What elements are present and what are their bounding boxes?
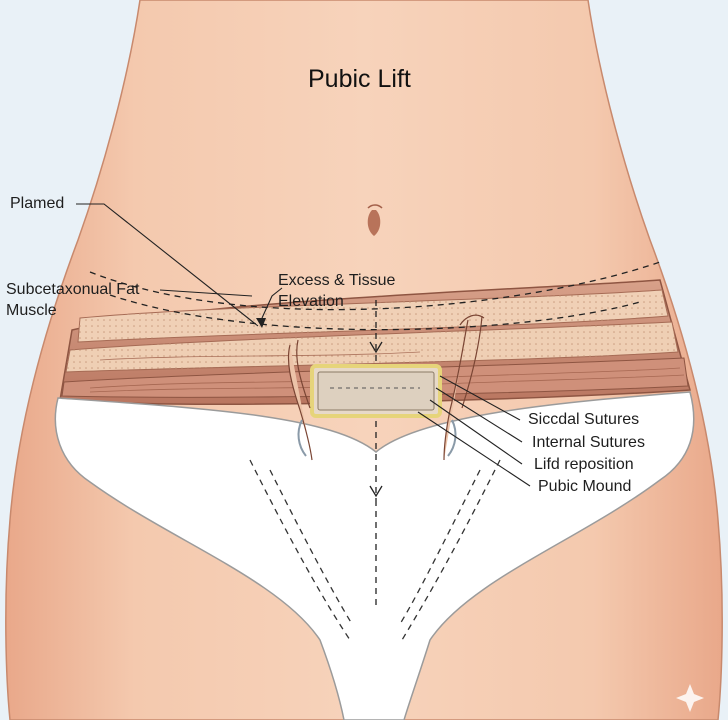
label-excess-2: Elevation [278, 293, 344, 310]
label-excess-1: Excess & Tissue [278, 272, 396, 289]
leader-siccdal [439, 375, 521, 421]
label-fat: Subcetaxonual Fat [6, 281, 140, 298]
label-pubic-mound: Pubic Mound [538, 478, 632, 495]
leader-reposition [429, 399, 523, 465]
label-reposition: Lifd reposition [534, 456, 634, 473]
label-planned: Plamed [10, 195, 65, 212]
leader-excess [261, 287, 283, 319]
leader-mound [417, 411, 531, 487]
suture-strands [287, 314, 485, 461]
label-internal-sutures: Internal Sutures [532, 434, 645, 451]
label-siccdal-sutures: Siccdal Sutures [528, 411, 640, 428]
label-muscle: Muscle [6, 302, 57, 319]
leader-planned [76, 203, 259, 327]
leader-fat [159, 289, 253, 297]
page-title: Pubic Lift [308, 65, 411, 93]
navel [367, 210, 381, 236]
sparkle-icon [676, 684, 704, 712]
leader-internal [435, 387, 523, 443]
garment [54, 391, 695, 720]
